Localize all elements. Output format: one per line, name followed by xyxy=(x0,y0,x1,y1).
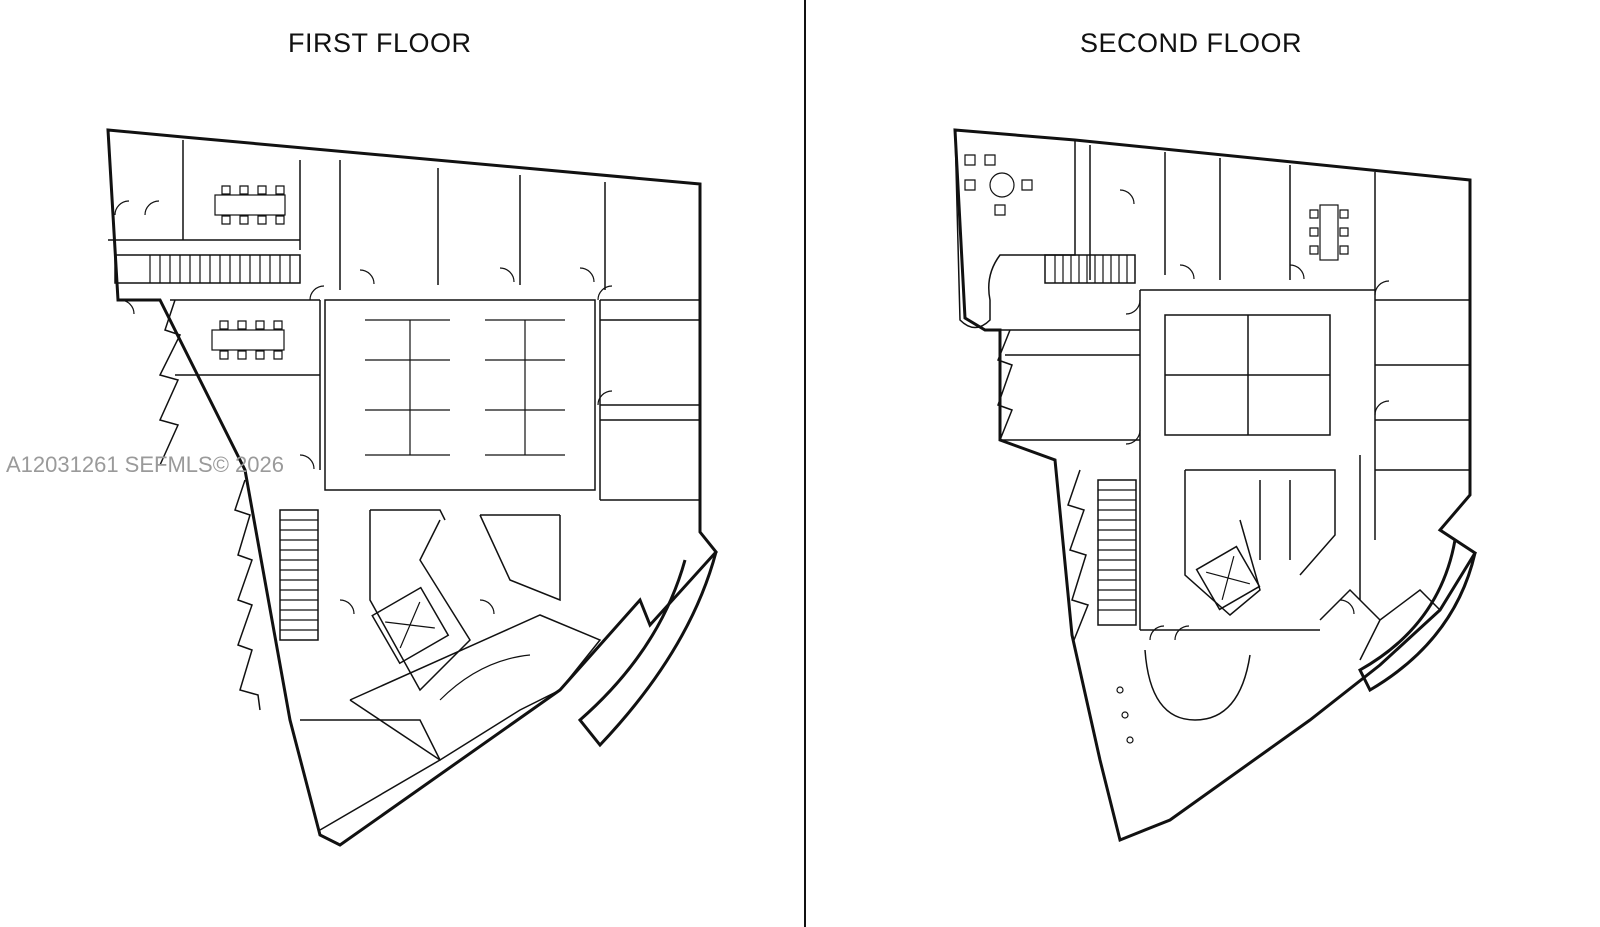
first-floor-chairs-1 xyxy=(221,185,285,225)
first-floor-plan xyxy=(106,128,718,847)
first-floor-stair-north xyxy=(114,254,301,284)
first-floor-stair-south xyxy=(279,509,319,641)
second-floor-oval-room xyxy=(1144,649,1251,721)
second-floor-curved-facade xyxy=(1358,539,1477,693)
second-floor-conference-table xyxy=(1319,204,1339,261)
first-floor-chairs-2 xyxy=(219,320,283,360)
second-floor-stepped-wall-south xyxy=(1067,469,1089,641)
second-floor-columns xyxy=(1116,686,1134,744)
first-floor-conference-top xyxy=(108,140,301,250)
first-floor-south-room xyxy=(300,719,441,831)
second-floor-stepped-wall xyxy=(997,329,1013,441)
second-floor-stair-south-treads xyxy=(1098,489,1136,611)
second-floor-plan xyxy=(953,128,1478,843)
second-floor-outer-wall xyxy=(953,128,1478,843)
first-floor-reception-desk xyxy=(439,654,531,701)
second-floor-core xyxy=(1184,469,1336,616)
watermark: A12031261 SEFMLS© 2026 xyxy=(6,452,284,477)
second-floor-terrace xyxy=(954,129,1076,329)
second-floor-south-offices xyxy=(1319,588,1441,661)
first-floor-offices-top xyxy=(339,160,700,501)
second-floor-doors xyxy=(1119,189,1390,641)
second-floor-offices-top xyxy=(1089,145,1470,540)
first-floor-lobby xyxy=(349,614,602,761)
second-floor-stair-south xyxy=(1097,479,1137,626)
first-floor-conference-mid xyxy=(170,299,321,470)
first-floor-elevator xyxy=(371,586,450,665)
second-floor-corridor xyxy=(1139,289,1375,631)
first-floor-outer-wall xyxy=(106,128,718,847)
first-floor-open-office xyxy=(324,299,596,491)
second-floor-stair-north xyxy=(1044,254,1136,284)
second-floor-elevator xyxy=(1195,545,1261,611)
first-floor-title: FIRST FLOOR xyxy=(288,28,472,58)
second-floor-conference-chairs xyxy=(1309,209,1349,255)
second-floor-central-offices xyxy=(1165,315,1330,435)
floor-divider xyxy=(804,0,806,927)
first-floor-workstations xyxy=(365,319,565,456)
first-floor-elevator-mark xyxy=(385,601,435,649)
first-floor-stepped-wall-south xyxy=(234,479,261,711)
first-floor-curved-facade xyxy=(577,551,718,748)
second-floor-stair-north-treads xyxy=(1054,255,1128,283)
second-floor-terrace-chairs xyxy=(964,154,1033,216)
first-floor-core xyxy=(369,509,561,692)
first-floor-doors xyxy=(114,200,613,615)
first-floor-stepped-wall xyxy=(158,299,182,466)
first-floor-stair-north-treads xyxy=(149,255,291,283)
second-floor-elevator-mark xyxy=(1205,555,1251,601)
first-floor-conference-table-2 xyxy=(211,329,285,351)
first-floor-conference-table-1 xyxy=(214,194,286,216)
second-floor-title: SECOND FLOOR xyxy=(1080,28,1303,58)
second-floor-terrace-table xyxy=(989,172,1015,198)
second-floor-west-offices xyxy=(1000,329,1140,441)
first-floor-stair-south-treads xyxy=(280,519,318,631)
